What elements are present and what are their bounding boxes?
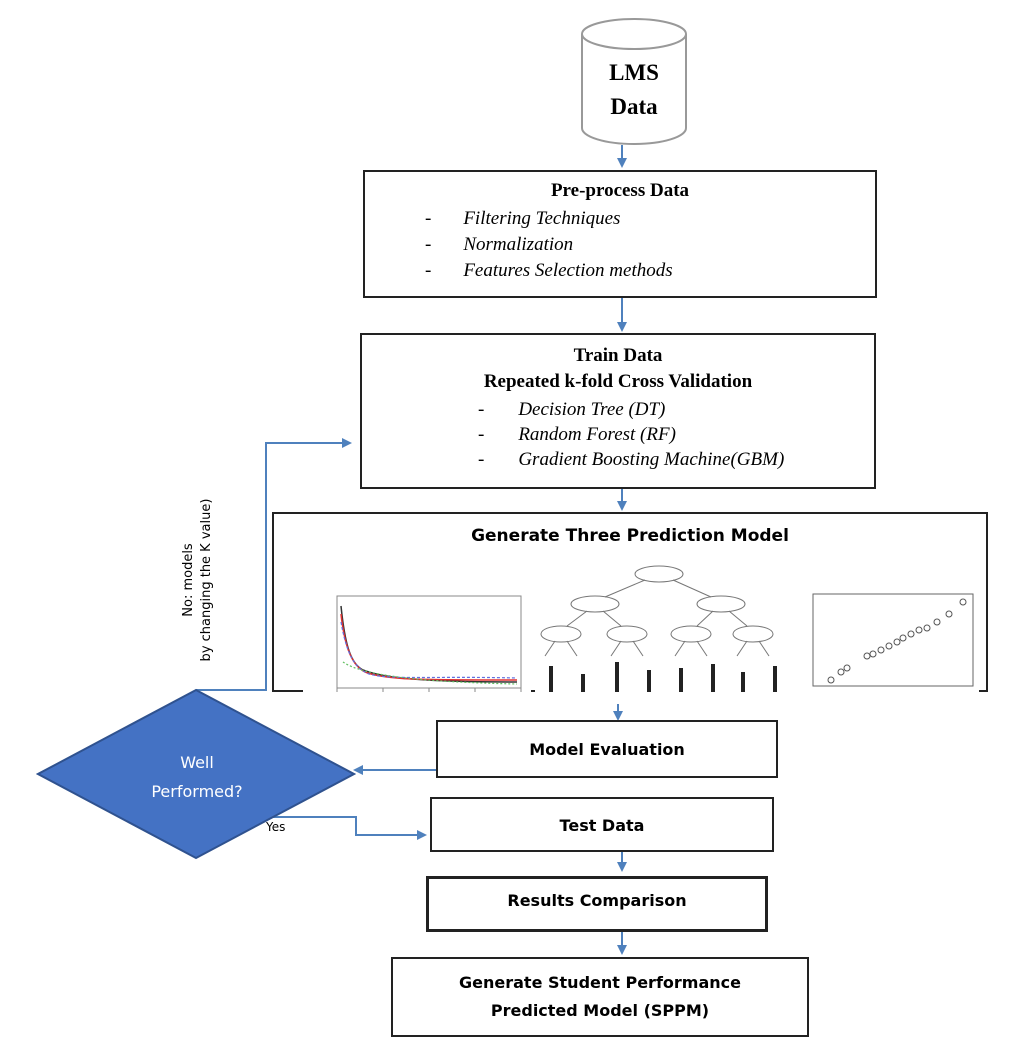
final-title-line-2: Predicted Model (SPPM) (490, 1001, 710, 1020)
scatter-plot-thumbnail (789, 588, 979, 692)
preprocess-item: -Normalization (425, 234, 574, 255)
lms-data-cylinder (581, 18, 687, 145)
arrow-yes-to-test (262, 816, 427, 840)
comparison-box: Results Comparison (426, 876, 768, 932)
train-item: -Decision Tree (DT) (478, 399, 666, 420)
generate-title: Generate Three Prediction Model (471, 526, 789, 546)
lms-line-1: LMS (609, 60, 659, 85)
error-plot-thumbnail (303, 576, 531, 704)
yes-label: Yes (266, 820, 286, 834)
decision-tree-thumbnail (535, 564, 789, 704)
decision-line-1: Well (180, 753, 214, 772)
test-box: Test Data (430, 797, 774, 852)
no-label-line-2: by changing the K value) (199, 498, 214, 662)
preprocess-item: -Filtering Techniques (425, 208, 621, 229)
decision-label: Well Performed? (112, 748, 282, 806)
train-item: -Gradient Boosting Machine(GBM) (478, 449, 785, 470)
preprocess-box: Pre-process Data -Filtering Techniques -… (363, 170, 877, 298)
final-box: Generate Student Performance Predicted M… (391, 957, 809, 1037)
final-title-line-1: Generate Student Performance (459, 973, 741, 992)
preprocess-item: -Features Selection methods (425, 260, 673, 281)
evaluation-title: Model Evaluation (529, 740, 685, 759)
test-title: Test Data (559, 816, 645, 835)
train-box: Train Data Repeated k-fold Cross Validat… (360, 333, 876, 489)
lms-line-2: Data (610, 94, 658, 119)
comparison-title: Results Comparison (507, 891, 687, 910)
decision-line-2: Performed? (151, 782, 243, 801)
no-loop-label: No: models by changing the K value) (180, 450, 220, 710)
decision-diamond (36, 688, 356, 860)
no-label-line-1: No: models (181, 543, 196, 617)
arrow-no-loop (196, 438, 352, 691)
evaluation-box: Model Evaluation (436, 720, 778, 778)
lms-data-label: LMS Data (578, 56, 690, 124)
train-item: -Random Forest (RF) (478, 424, 676, 445)
preprocess-title: Pre-process Data (550, 180, 690, 201)
train-title: Train Data (573, 345, 663, 366)
train-subtitle: Repeated k-fold Cross Validation (483, 371, 753, 392)
